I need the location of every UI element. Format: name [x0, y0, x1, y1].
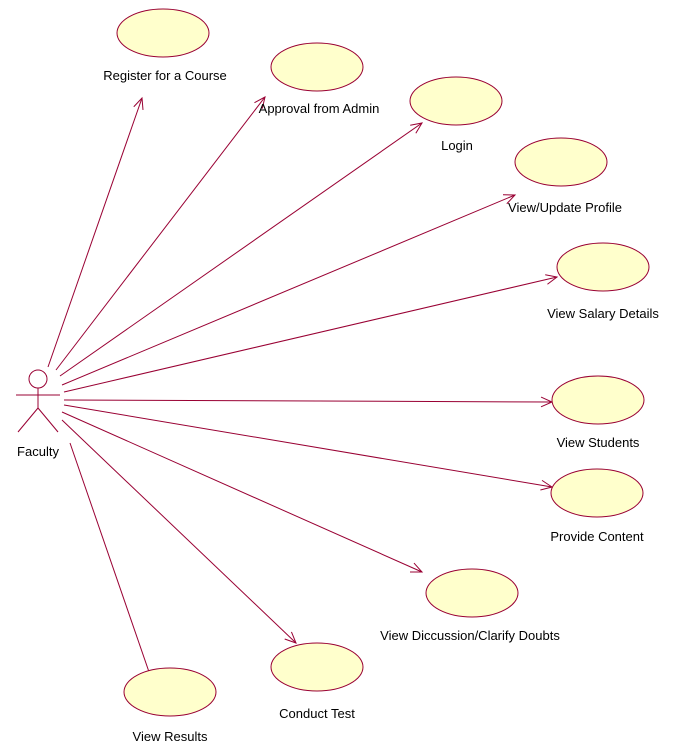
use-case-ellipse [409, 76, 503, 126]
use-case-label: Provide Content [550, 529, 644, 544]
arrowhead [284, 631, 297, 644]
use-case-ellipse [425, 568, 519, 618]
association-approval [55, 96, 266, 371]
use-case-results: View Results [123, 667, 217, 744]
use-case-discussion: View Diccussion/Clarify Doubts [380, 568, 560, 643]
use-case-label: Register for a Course [103, 68, 227, 83]
arrowhead [254, 96, 266, 109]
use-case-ellipse [556, 242, 650, 292]
use-case-label: View/Update Profile [508, 200, 622, 215]
association-profile [61, 194, 517, 386]
association-line [63, 399, 553, 403]
use-case-ellipse [551, 375, 645, 425]
use-case-ellipse [270, 642, 364, 692]
use-case-ellipse [550, 468, 644, 518]
actor-right-leg [37, 407, 59, 433]
use-case-approval: Approval from Admin [259, 42, 380, 116]
associations [47, 96, 559, 700]
arrowhead [545, 274, 559, 285]
use-case-label: View Diccussion/Clarify Doubts [380, 628, 560, 643]
use-case-ellipse [514, 137, 608, 187]
association-line [63, 404, 553, 488]
actor-head [28, 369, 48, 389]
use-case-label: Login [441, 138, 473, 153]
actor-label: Faculty [17, 444, 59, 459]
use-case-test: Conduct Test [270, 642, 364, 721]
use-case-label: View Students [557, 435, 640, 450]
association-test [61, 419, 297, 644]
association-salary [63, 274, 559, 393]
association-line [47, 97, 143, 368]
use-case-label: Approval from Admin [259, 101, 380, 116]
use-case-salary: View Salary Details [547, 242, 659, 321]
association-line [55, 96, 266, 371]
use-case-ellipse [116, 8, 210, 58]
association-line [61, 419, 297, 644]
actor-left-leg [17, 407, 39, 433]
association-register [47, 96, 144, 368]
use-case-label: View Salary Details [547, 306, 659, 321]
use-case-label: View Results [133, 729, 208, 744]
use-case-content: Provide Content [550, 468, 644, 544]
arrowhead [410, 122, 424, 134]
use-case-ellipse [123, 667, 217, 717]
actor-faculty: Faculty [16, 369, 60, 459]
use-case-students: View Students [551, 375, 645, 450]
arrowhead [409, 562, 424, 573]
use-case-register: Register for a Course [103, 8, 227, 83]
arrowhead [502, 194, 517, 205]
arrowhead [133, 96, 144, 110]
association-students [63, 396, 554, 408]
association-results [69, 442, 160, 700]
association-line [61, 411, 423, 573]
use-case-ellipse [270, 42, 364, 92]
use-case-label: Conduct Test [279, 706, 355, 721]
association-line [63, 276, 558, 393]
association-line [69, 442, 159, 699]
use-case-profile: View/Update Profile [508, 137, 622, 215]
association-content [63, 404, 554, 491]
association-line [61, 194, 516, 386]
association-login [59, 122, 424, 377]
association-discussion [61, 411, 424, 573]
use-case-login: Login [409, 76, 503, 153]
association-line [59, 122, 423, 377]
